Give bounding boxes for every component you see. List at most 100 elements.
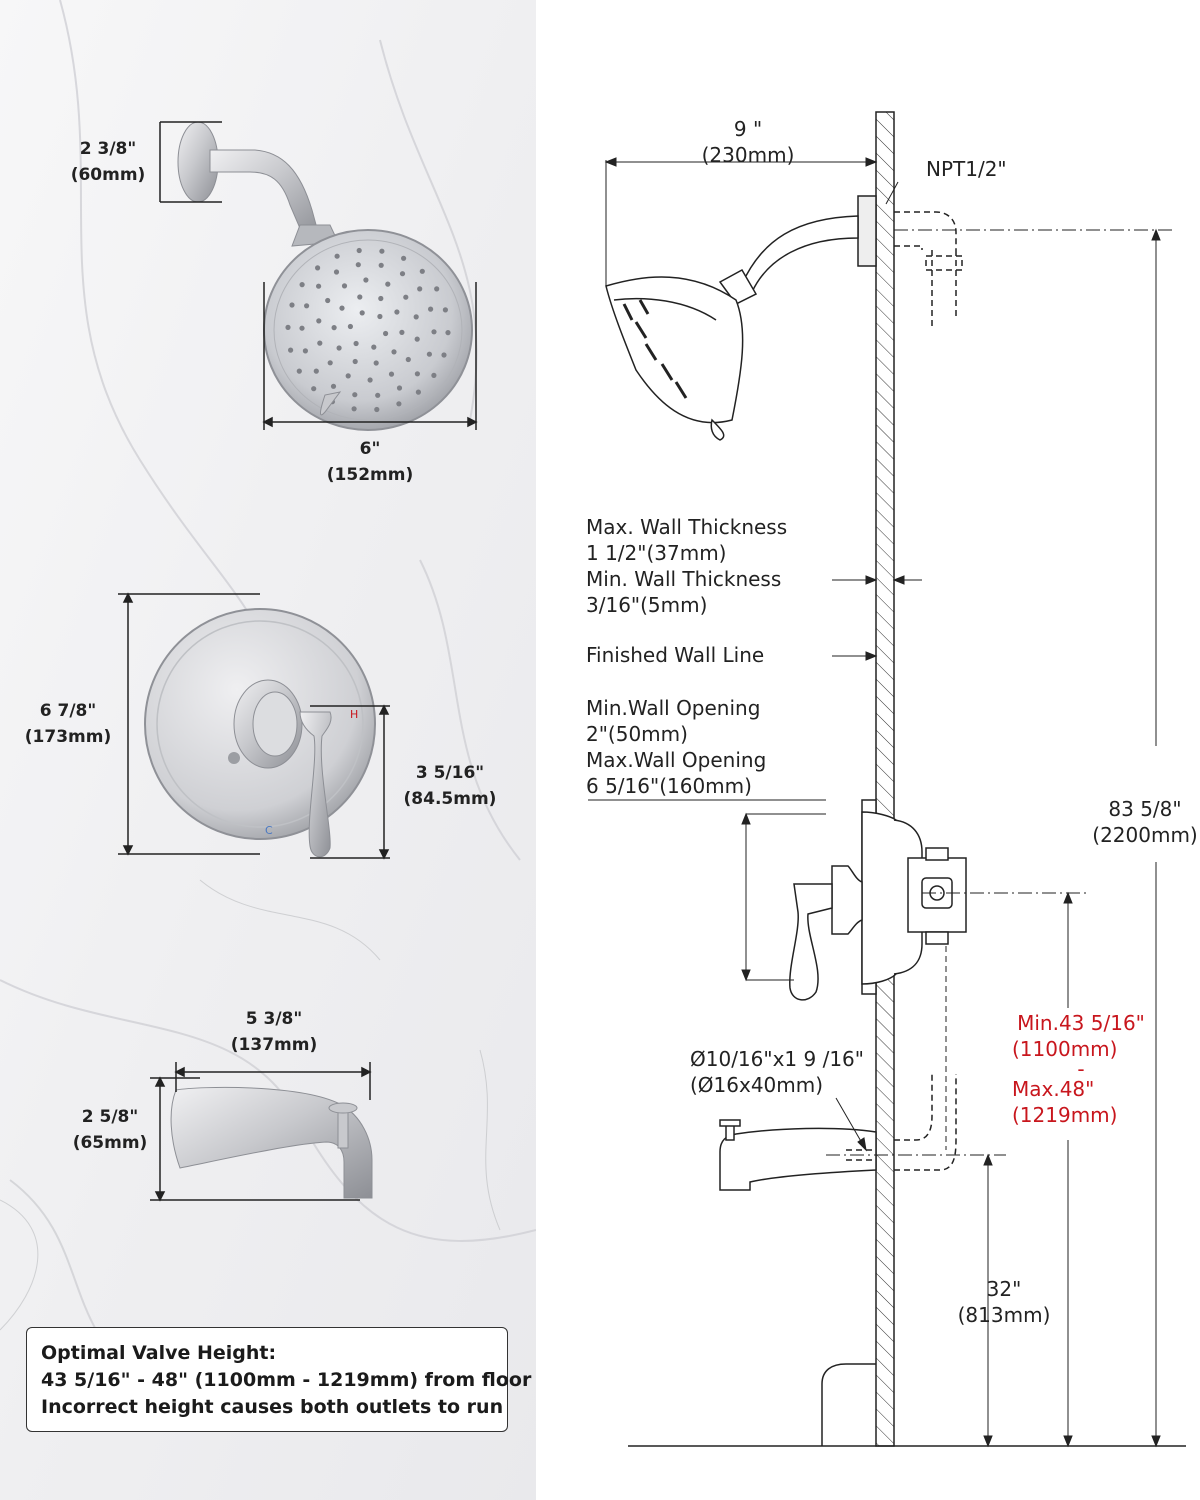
nozzle-dot [296,368,302,374]
nozzle-dot [345,373,351,379]
nozzle-dot [333,269,340,275]
nozzle-dot [414,371,420,377]
nozzle-dot [316,318,322,324]
nozzle-dot [378,295,384,302]
nozzle-dot [356,247,362,254]
nozzle-dot [351,406,357,412]
shower-arm-drawing [605,195,877,441]
nozzle-dot [359,310,365,316]
nozzle-dot [417,286,423,292]
npt-thread-label: NPT1/2" [926,157,1007,181]
nozzle-dot [442,307,448,313]
nozzle-dot [413,314,419,320]
nozzle-dot [353,340,359,347]
nozzle-dot [315,265,321,271]
nozzle-dot [419,268,425,274]
nozzle-dot [304,303,310,309]
spout-length-label: 5 3/8" (137mm) [230,1009,318,1055]
nozzle-dot [285,324,291,330]
nozzle-dot [299,282,305,288]
tub-spout-photo [170,1086,373,1199]
nozzle-dot [428,306,434,312]
diagram-drawing [588,111,1186,1448]
tub-spout-drawing [719,1119,877,1191]
nozzle-dot [317,340,323,346]
nozzle-dot [357,294,363,300]
head-diameter-label: 6" (152mm) [326,439,414,485]
info-line-3: Incorrect height causes both outlets to … [41,1396,504,1418]
nozzle-dot [347,323,353,330]
total-height-label: 83 5/8" (2200mm) [1092,797,1198,847]
spout-pipe-label: Ø10/16"x1 9 /16" (Ø16x40mm) [690,1047,864,1097]
nozzle-dot [289,302,295,308]
nozzle-dot [325,297,331,304]
nozzle-dot [403,294,409,300]
nozzle-dot [352,358,358,365]
nozzle-dot [311,386,317,392]
handle-height-label: 3 5/16" (84.5mm) [403,763,497,809]
nozzle-dot [445,330,451,336]
left-panel: 2 3/8" (60mm) 6" (152mm) 6 7/8" (173mm) … [0,0,536,1500]
valve-trim-photo [144,608,376,858]
nozzle-dot [399,329,405,335]
nozzle-dot [391,349,397,355]
nozzle-dot [374,406,380,413]
nozzle-dot [371,344,377,350]
nozzle-dot [388,371,395,377]
nozzle-dot [355,262,361,268]
wall [875,111,895,1447]
hot-mark: H [350,708,359,721]
info-line-1: Optimal Valve Height: [41,1342,277,1364]
shower-head-photo [177,121,473,431]
nozzle-dot [330,383,337,389]
nozzle-dot [379,248,385,254]
nozzle-dot [375,392,381,398]
wall-opening-label: Min.Wall Opening 2"(50mm) Max.Wall Openi… [586,696,767,798]
valve-body-drawing [907,847,967,945]
nozzle-dot [339,305,345,311]
nozzle-dot [341,283,348,289]
nozzle-dot [327,360,333,366]
nozzle-dot [352,392,358,398]
bathtub-edge [821,1363,876,1446]
nozzle-dot [383,330,389,337]
nozzle-dot [426,351,432,357]
info-line-2: 43 5/16" - 48" (1100mm - 1219mm) from fl… [41,1369,532,1391]
nozzle-dot [414,336,420,342]
nozzle-dot [396,385,403,391]
nozzle-dot [316,283,322,289]
nozzle-dot [373,360,379,366]
nozzle-dot [288,347,294,353]
nozzle-dot [405,356,411,363]
nozzle-dot [431,329,437,335]
arm-reach-label: 9 " (230mm) [701,117,795,167]
finished-wall-line-label: Finished Wall Line [586,643,765,667]
nozzle-dot [431,372,437,378]
nozzle-dot [399,271,406,277]
spout-height-label: 2 5/8" (65mm) [72,1107,148,1153]
valve-drawing [746,799,923,1001]
nozzle-dot [378,262,384,268]
nozzle-dot [401,255,407,261]
nozzle-dot [334,253,340,259]
nozzle-dot [415,389,421,395]
marble-background [0,0,536,1500]
nozzle-dot [396,401,402,407]
trim-diameter-label: 6 7/8" (173mm) [24,701,112,747]
nozzle-dot [441,352,447,358]
nozzle-dot [302,348,308,354]
nozzle-dot [313,368,319,374]
nozzle-dot [394,309,400,315]
installation-diagram: 9 " (230mm) NPT1/2" Max. Wall Thickness … [536,0,1200,1500]
cold-mark: C [265,824,273,837]
nozzle-dot [377,313,383,320]
nozzle-dot [385,281,391,287]
head-arm-height-label: 2 3/8" (60mm) [70,139,146,185]
nozzle-dot [331,325,337,331]
nozzle-dot [434,286,440,292]
nozzle-dot [363,277,369,283]
nozzle-dot [367,377,373,383]
valve-height-range-label: Min.43 5/16" (1100mm) - Max.48" (1219mm) [1012,1011,1145,1127]
optimal-valve-height-box: Optimal Valve Height: 43 5/16" - 48" (11… [26,1327,532,1432]
nozzle-dot [299,325,305,331]
